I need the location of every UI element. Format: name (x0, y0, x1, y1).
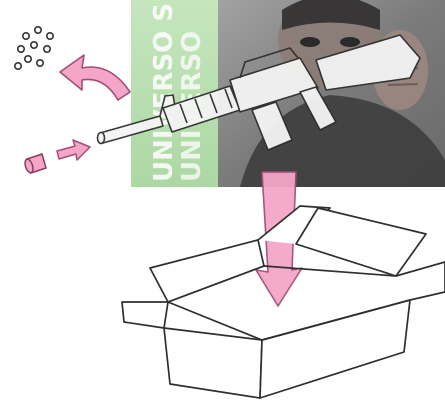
bullets-icon (15, 27, 53, 69)
bolt-part-icon (24, 154, 46, 174)
curved-arrow-icon (60, 55, 130, 100)
watermark-text-1: UNIVERSO S (149, 3, 179, 182)
open-box-drawing (122, 206, 445, 398)
small-arrow-icon (57, 140, 90, 160)
